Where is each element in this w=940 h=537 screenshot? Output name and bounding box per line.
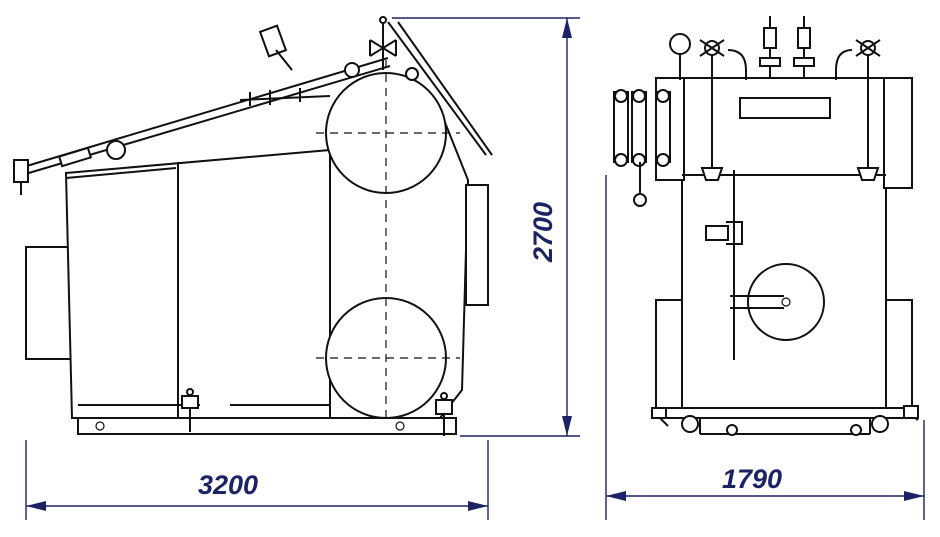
burner-port [747, 263, 825, 341]
drain-valve-2 [435, 392, 453, 436]
side-main-body [64, 148, 331, 419]
front-base [659, 407, 911, 419]
dimension-width: 1790 [605, 175, 925, 520]
lever-weight [13, 159, 29, 183]
water-gauge-glass [613, 89, 671, 207]
front-view: 1790 [605, 16, 925, 520]
steam-valves [699, 39, 881, 181]
dimension-length-label: 3200 [198, 470, 258, 500]
safety-valves [759, 16, 815, 78]
side-view: 3200 2700 [13, 16, 580, 520]
counterweight [258, 24, 288, 58]
drain-valve-1 [181, 388, 199, 432]
dimension-height: 2700 [392, 17, 580, 437]
front-main-body [681, 77, 887, 411]
dimension-height-label: 2700 [528, 202, 558, 263]
rear-flue-box [25, 246, 73, 360]
dimension-width-label: 1790 [722, 464, 782, 494]
dimension-length: 3200 [25, 440, 489, 520]
pressure-gauge [669, 33, 691, 55]
base-skid [77, 417, 457, 435]
front-door-panel [465, 184, 489, 306]
nameplate [739, 97, 831, 119]
